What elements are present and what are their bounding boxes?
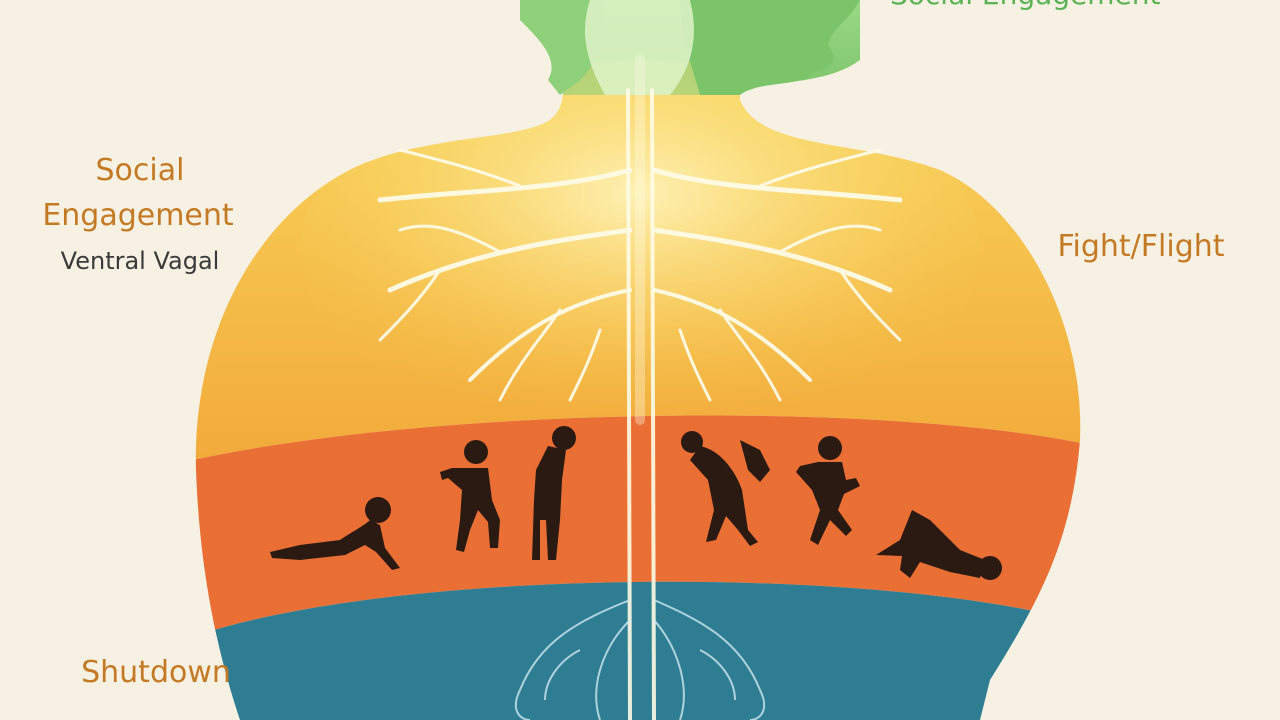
vagus-nerve [626, 55, 656, 720]
running-figure-icon [796, 436, 860, 545]
left-subtitle: Ventral Vagal [60, 247, 220, 275]
bottom-left-label: Shutdown [81, 655, 231, 690]
walking-figure-icon [440, 440, 500, 552]
left-title-line1: Social [95, 153, 185, 188]
lower-teal-band [195, 581, 1081, 720]
left-title-line2: Engagement [42, 198, 234, 233]
vase-body [195, 0, 1081, 720]
middle-orange-band [195, 415, 1081, 655]
facing-heads-icon [520, 0, 860, 95]
top-right-label: Social Engagement [890, 0, 1161, 11]
lung-nerve-outline [514, 599, 766, 720]
nerve-branches [377, 148, 903, 402]
right-middle-label: Fight/Flight [1057, 229, 1225, 264]
recoiling-figure-icon [681, 431, 770, 546]
slumped-standing-figure-icon [532, 426, 576, 560]
collapsed-figure-icon [876, 510, 1002, 580]
ventral-glow [300, 60, 980, 440]
crawling-figure-icon [270, 497, 400, 570]
